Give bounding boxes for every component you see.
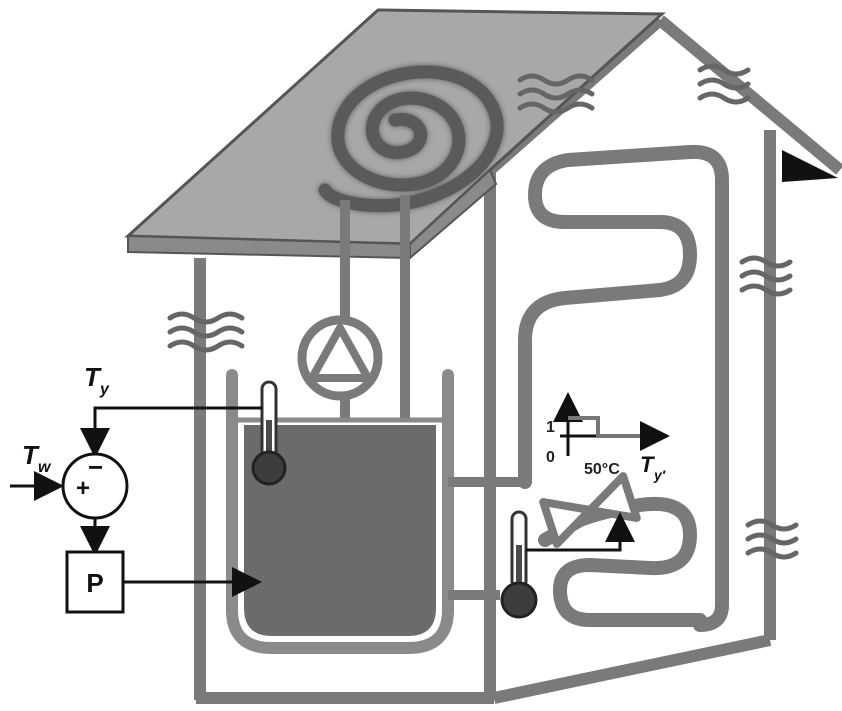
tank-thermometer-icon (251, 380, 287, 486)
step-curve (568, 416, 640, 438)
heating-coil (518, 144, 729, 632)
three-way-valve-icon (539, 472, 641, 548)
tank-fluid (244, 425, 436, 636)
step-axis-zero: 0 (546, 449, 555, 466)
controller-block: P (65, 550, 125, 614)
step-axis-one: 1 (546, 419, 555, 436)
pump-icon (297, 315, 383, 401)
svg-text:T: T (22, 440, 40, 470)
plus-sign: + (76, 475, 90, 502)
control-lines (10, 406, 635, 597)
ty-label: T y (84, 362, 110, 398)
step-axis-temp: 50°C (584, 461, 620, 478)
solar-collector-spiral (318, 65, 504, 213)
typrime-label: T y′ (640, 452, 666, 483)
svg-text:y: y (99, 381, 110, 398)
valve-signal-line (526, 512, 635, 552)
valve-step-characteristic: 1 0 50°C (546, 392, 670, 478)
svg-text:y′: y′ (653, 467, 666, 483)
ty-signal-line (80, 406, 262, 458)
heat-waves (167, 63, 799, 560)
heat-wave-right-low (745, 518, 799, 560)
eave-corner (782, 150, 838, 182)
heat-wave-right-mid (739, 255, 793, 297)
svg-text:w: w (38, 459, 52, 476)
coil-thermometer-icon (500, 510, 538, 619)
side-gable-right (656, 15, 842, 175)
svg-text:T: T (640, 452, 655, 477)
tank-to-heater-pipes (448, 477, 525, 600)
heat-wave-roof (517, 73, 595, 115)
minus-sign: − (88, 452, 103, 482)
tw-label: T w (22, 440, 52, 476)
heat-wave-top-right (697, 63, 751, 105)
roof (124, 8, 838, 261)
svg-text:T: T (84, 362, 102, 392)
side-bottom-beam (492, 634, 772, 704)
controller-label: P (86, 568, 103, 598)
heat-wave-left (167, 311, 245, 353)
summing-junction: + − (61, 452, 129, 520)
tank-shell (226, 369, 454, 654)
coil-upper (518, 144, 729, 632)
